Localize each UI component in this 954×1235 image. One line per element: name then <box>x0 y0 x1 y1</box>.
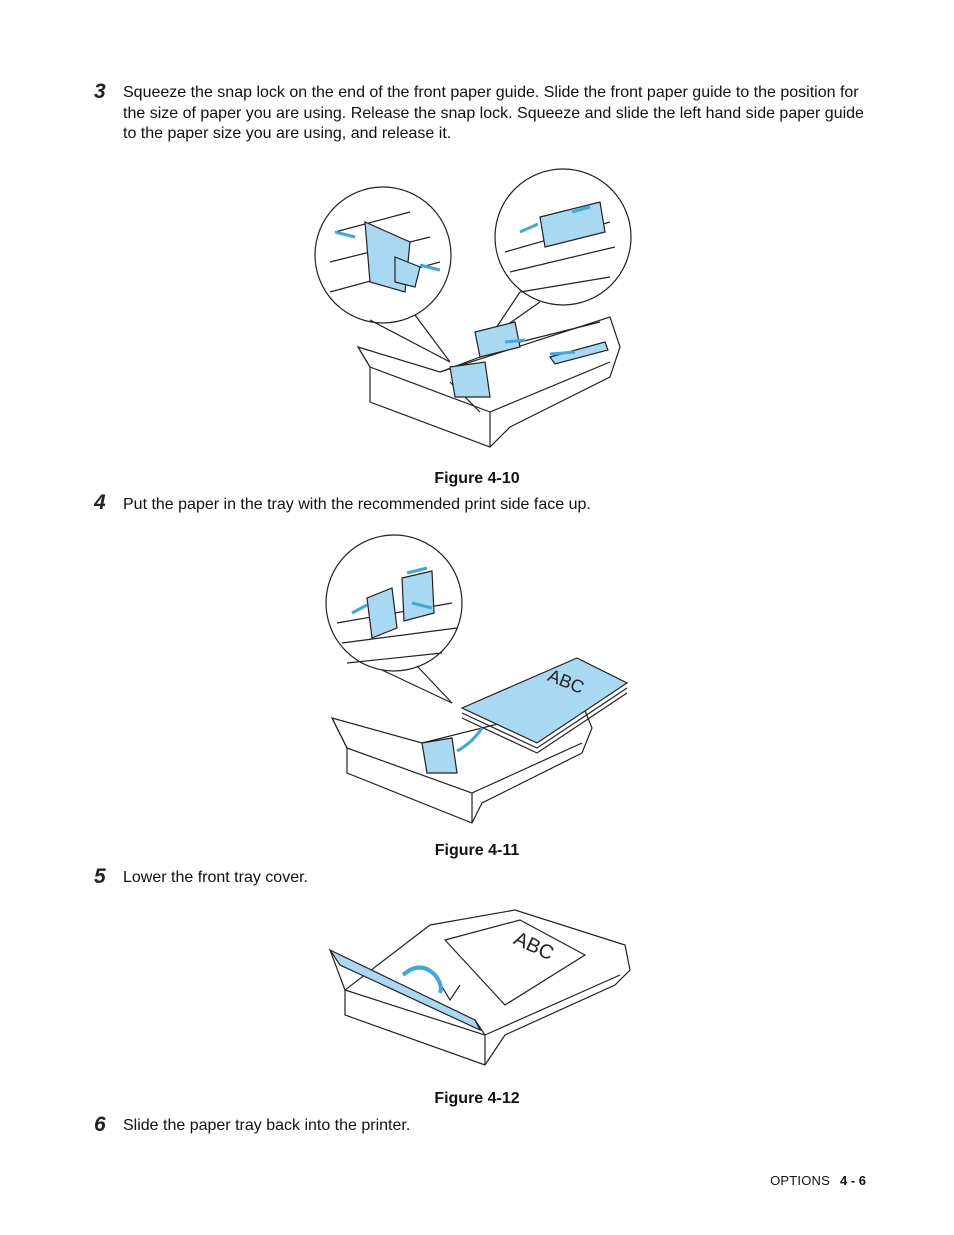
step-number-6: 6 <box>94 1113 106 1136</box>
figure-4-12-caption: Figure 4-12 <box>434 1090 520 1107</box>
step-6-text: Slide the paper tray back into the print… <box>123 1117 411 1134</box>
page-footer: OPTIONS 4 - 6 <box>770 1173 866 1188</box>
figure-4-10-illustration <box>314 168 632 448</box>
step-5-text: Lower the front tray cover. <box>123 869 308 886</box>
step-4-text: Put the paper in the tray with the recom… <box>123 496 591 513</box>
step-number-3: 3 <box>94 80 106 103</box>
figure-4-11-illustration: ABC <box>325 534 629 824</box>
step-3-text: Squeeze the snap lock on the end of the … <box>123 84 864 142</box>
figure-4-10-caption: Figure 4-10 <box>434 470 520 487</box>
figure-4-12-illustration: ABC <box>328 909 631 1066</box>
figure-4-11-caption: Figure 4-11 <box>434 842 520 859</box>
step-number-5: 5 <box>94 865 106 888</box>
footer-page-number: 4 - 6 <box>839 1173 866 1188</box>
step-number-4: 4 <box>94 491 106 514</box>
footer-section: OPTIONS <box>770 1173 830 1188</box>
